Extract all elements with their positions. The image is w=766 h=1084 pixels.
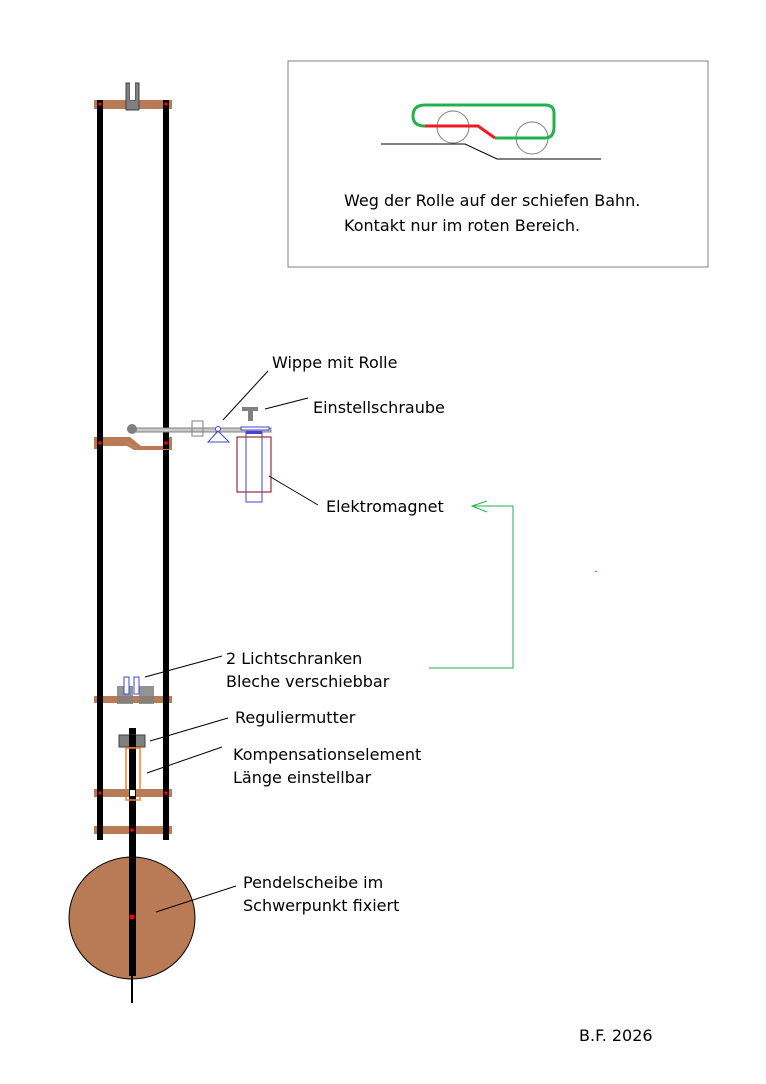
pin <box>130 828 134 832</box>
label-wippe: Wippe mit Rolle <box>272 353 397 372</box>
light-barrier-2 <box>133 676 140 695</box>
pendulum-bob <box>68 834 196 1003</box>
label-pendelscheibe-2: Schwerpunkt fixiert <box>243 896 399 915</box>
label-kompensation-1: Kompensationselement <box>233 745 421 764</box>
center-pin <box>129 914 135 920</box>
label-einstellschraube: Einstellschraube <box>313 398 445 417</box>
inset-caption-line2: Kontakt nur im roten Bereich. <box>344 216 580 235</box>
rocker-assembly <box>127 407 272 503</box>
light-barrier-1 <box>123 676 130 695</box>
frame-left-rail <box>97 100 103 840</box>
shutter-plate-right <box>139 686 154 704</box>
pin <box>98 441 102 445</box>
pin <box>98 791 102 795</box>
armature-plate <box>240 426 270 431</box>
adjusting-screw-shaft <box>248 410 253 421</box>
adjusting-screw-head <box>242 407 258 411</box>
fulcrum-icon <box>206 430 231 443</box>
inclined-track <box>381 143 601 160</box>
pin <box>98 102 102 106</box>
light-barrier-assembly <box>94 676 172 704</box>
pin <box>164 441 168 445</box>
signature: B.F. 2026 <box>579 1026 653 1045</box>
mid-crossbar <box>94 437 172 450</box>
compensation-assembly <box>118 734 146 801</box>
pin <box>164 102 168 106</box>
pin <box>164 791 168 795</box>
electromagnet-core <box>245 431 263 503</box>
counterweight <box>127 424 137 434</box>
roller-path-red <box>425 124 496 140</box>
label-kompensation-2: Länge einstellbar <box>233 768 372 787</box>
label-pendelscheibe-1: Pendelscheibe im <box>243 873 383 892</box>
leader-lines <box>144 370 319 913</box>
lower-crossbar-1 <box>94 789 172 797</box>
feedback-connector <box>429 500 597 669</box>
inset-box: Weg der Rolle auf der schiefen Bahn. Kon… <box>287 60 709 268</box>
compensation-element <box>125 747 141 801</box>
roller-path-green <box>411 103 556 140</box>
label-elektromagnet: Elektromagnet <box>326 497 444 516</box>
arrowhead-icon <box>470 500 488 513</box>
electromagnet-coil <box>236 436 272 493</box>
roller-block <box>191 420 204 437</box>
lower-crossbar-2 <box>94 826 172 834</box>
feedback-line <box>429 505 514 669</box>
inset-frame <box>287 60 709 268</box>
label-reguliermutter: Reguliermutter <box>235 708 356 727</box>
label-lichtschranken-2: Bleche verschiebbar <box>226 672 390 691</box>
frame-right-rail <box>163 100 169 840</box>
top-suspension <box>94 82 172 111</box>
label-lichtschranken-1: 2 Lichtschranken <box>226 649 362 668</box>
inset-caption-line1: Weg der Rolle auf der schiefen Bahn. <box>344 191 640 210</box>
